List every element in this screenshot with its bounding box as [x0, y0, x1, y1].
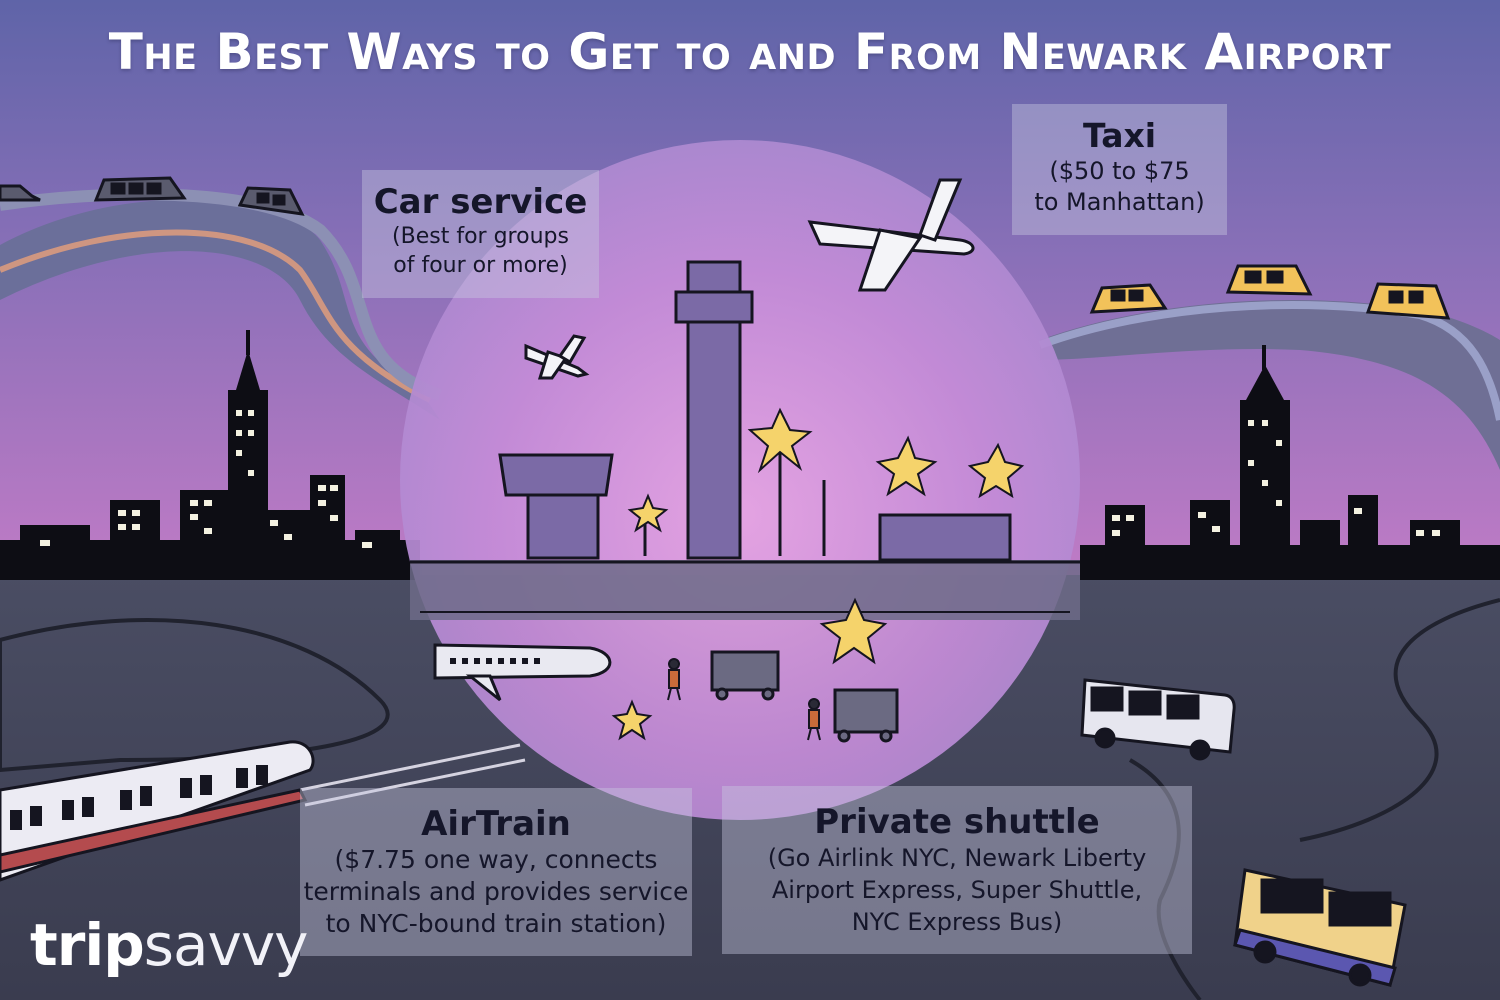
runway	[410, 560, 1080, 620]
star-icon	[627, 493, 669, 533]
taxi-callout: Taxi ($50 to $75 to Manhattan)	[1012, 104, 1227, 235]
logo-part-trip: trip	[30, 911, 145, 979]
airtrain-heading: AirTrain	[421, 804, 571, 844]
terminal-building	[498, 453, 1012, 562]
star-icon	[967, 442, 1025, 499]
airplane-icon	[524, 334, 590, 380]
private-shuttle-heading: Private shuttle	[814, 802, 1100, 842]
train-icon	[0, 740, 315, 882]
car-icon	[93, 176, 187, 202]
star-icon	[747, 407, 813, 474]
train-tracks	[299, 743, 526, 807]
right-window-lights	[1112, 420, 1440, 536]
star-icon	[819, 597, 888, 665]
baggage-cart	[710, 650, 780, 701]
ground-road-bottom	[1129, 758, 1202, 1000]
logo-part-savvy: savvy	[143, 911, 309, 979]
ground-road-right	[1299, 598, 1500, 842]
train-windows	[10, 765, 268, 830]
page-title: The Best Ways to Get to and From Newark …	[108, 23, 1392, 81]
tripsavvy-logo: tripsavvy	[30, 910, 309, 980]
taxi-icon	[1089, 283, 1168, 314]
right-skyline	[1080, 345, 1500, 580]
left-road-stripe	[0, 229, 432, 403]
ground-worker	[667, 658, 681, 701]
bus-icon	[1080, 678, 1236, 761]
taxi-heading: Taxi	[1082, 116, 1157, 155]
ground-worker	[807, 698, 821, 741]
left-window-lights	[40, 410, 372, 548]
star-icon	[875, 435, 938, 497]
private-shuttle-callout: Private shuttle (Go Airlink NYC, Newark …	[722, 786, 1192, 954]
airtrain-detail: ($7.75 one way, connects terminals and p…	[303, 845, 689, 938]
car-service-detail: (Best for groups of four or more)	[392, 224, 569, 278]
right-road	[1040, 300, 1500, 470]
baggage-cart	[833, 688, 899, 743]
private-shuttle-detail: (Go Airlink NYC, Newark Liberty Airport …	[767, 844, 1147, 936]
taxi-icon	[1365, 282, 1451, 320]
taxi-icon	[1225, 264, 1313, 296]
bus-icon	[1233, 868, 1407, 987]
car-icon	[0, 184, 41, 202]
airplane-icon	[807, 178, 975, 292]
star-icon	[611, 699, 653, 741]
car-service-heading: Car service	[373, 182, 588, 222]
taxi-detail: ($50 to $75 to Manhattan)	[1034, 157, 1205, 216]
control-tower-icon	[674, 260, 754, 560]
left-road	[0, 199, 440, 420]
car-service-callout: Car service (Best for groups of four or …	[362, 170, 599, 298]
car-icon	[237, 186, 305, 216]
airplane-windows	[450, 658, 540, 664]
airtrain-callout: AirTrain ($7.75 one way, connects termin…	[300, 788, 692, 956]
